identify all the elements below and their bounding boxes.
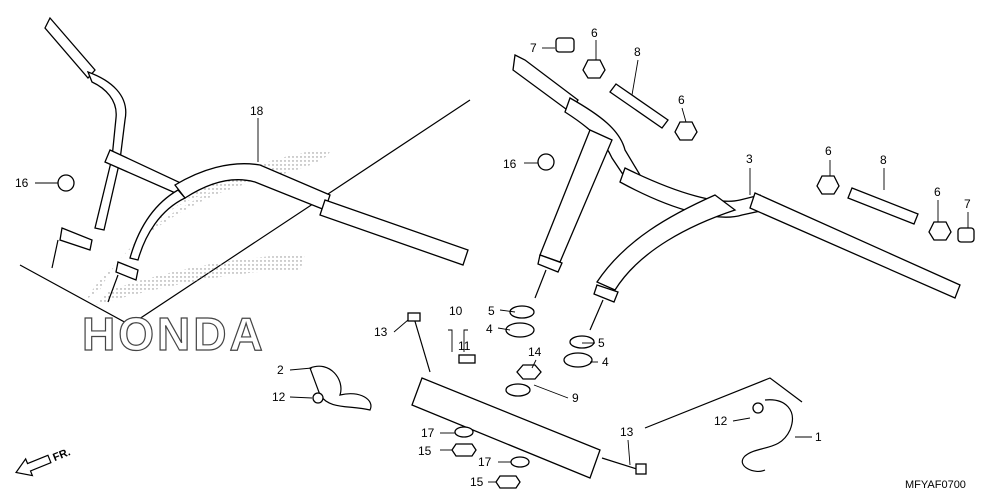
leader-lines [35,40,969,483]
callout-13-left: 13 [374,325,388,339]
handlebar-18 [44,16,469,303]
top-bridge-assembly [407,305,647,489]
callout-4-right: 4 [602,355,609,369]
callout-3: 3 [746,152,753,166]
callout-10: 10 [449,304,463,318]
callout-17-left: 17 [421,426,435,440]
callout-7-end: 7 [964,197,971,211]
callouts: 18 16 16 3 7 6 8 6 6 8 6 7 5 4 5 4 14 9 … [15,26,971,489]
callout-8-right: 8 [880,153,887,167]
callout-13-right: 13 [620,425,634,439]
callout-6-top: 6 [591,26,598,40]
callout-9: 9 [572,391,579,405]
front-direction-indicator: FR. [15,446,72,477]
callout-16: 16 [503,157,517,171]
callout-12-left: 12 [272,390,286,404]
callout-5-right: 5 [598,336,605,350]
callout-6-end: 6 [934,185,941,199]
callout-1: 1 [815,430,822,444]
callout-11: 11 [458,339,471,353]
callout-15-left: 15 [418,444,432,458]
callout-6-right: 6 [825,144,832,158]
callout-18: 18 [250,104,264,118]
callout-17-bottom: 17 [478,455,492,469]
wire-clamps [309,365,803,472]
callout-14: 14 [528,345,542,359]
callout-12-right: 12 [714,414,728,428]
inset-panel: HONDA [19,99,471,361]
front-label: FR. [51,446,72,464]
wing-watermark-icon [85,150,330,305]
arrow-left-icon [15,454,52,477]
honda-brand-watermark: HONDA [82,308,266,360]
callout-6-mid: 6 [678,93,685,107]
diagram-code: MFYAF0700 [905,479,966,491]
callout-5-left: 5 [488,304,495,318]
callout-15-bottom: 15 [470,475,484,489]
callout-8-top: 8 [634,45,641,59]
handlebar-3 [512,54,961,331]
callout-16-inset: 16 [15,176,29,190]
callout-4-left: 4 [486,322,493,336]
callout-7-top: 7 [530,41,537,55]
callout-2: 2 [277,363,284,377]
